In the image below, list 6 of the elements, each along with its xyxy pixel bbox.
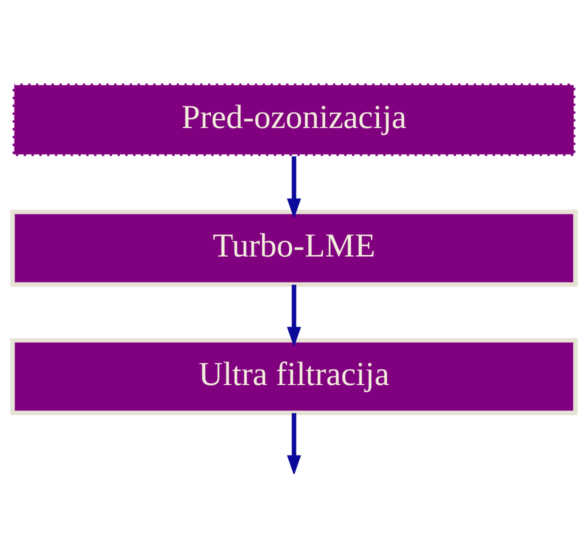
arrow	[286, 413, 302, 474]
node-box: Pred-ozonizacija	[10, 82, 578, 158]
arrow	[286, 284, 302, 348]
node-box: Ultra filtracija	[10, 338, 578, 416]
arrow	[286, 156, 302, 219]
node-box: Turbo-LME	[10, 210, 578, 287]
